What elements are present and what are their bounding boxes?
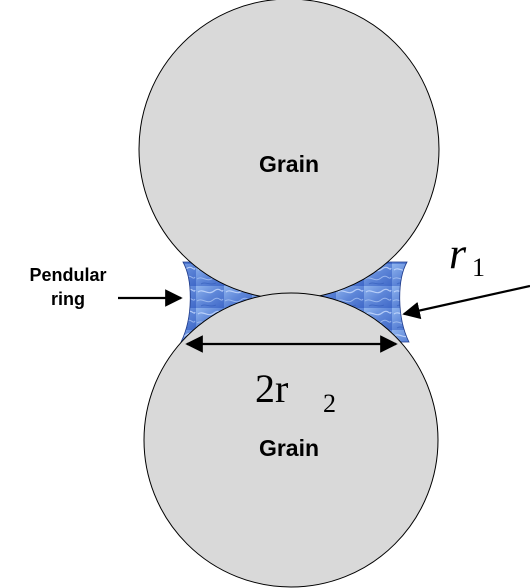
r1-symbol: r (449, 229, 467, 278)
r2-symbol: 2r (255, 366, 288, 411)
r1-subscript: 1 (472, 253, 485, 282)
grain-top-circle (138, 0, 440, 300)
pendular-ring-label-line2: ring (51, 289, 85, 309)
r1-arrow (402, 284, 530, 320)
grain-top-label: Grain (259, 151, 319, 177)
pendular-ring-label-line1: Pendular (29, 265, 106, 285)
grain-bottom-label: Grain (259, 435, 319, 461)
r2-subscript: 2 (323, 389, 336, 418)
grain-bottom-circle (143, 292, 439, 588)
